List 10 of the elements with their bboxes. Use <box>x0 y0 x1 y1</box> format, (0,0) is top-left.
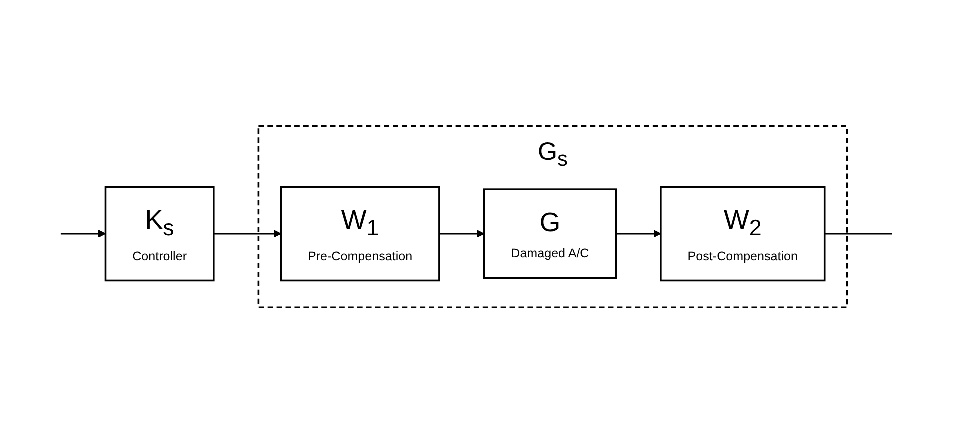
arrow <box>439 230 485 238</box>
node-box <box>280 186 440 282</box>
arrow <box>60 230 106 238</box>
node-box <box>660 186 826 282</box>
arrow <box>616 230 662 238</box>
node-box <box>483 188 618 279</box>
node-box <box>104 186 215 282</box>
connector <box>824 232 892 234</box>
arrow <box>214 230 282 238</box>
cluster <box>258 124 848 308</box>
